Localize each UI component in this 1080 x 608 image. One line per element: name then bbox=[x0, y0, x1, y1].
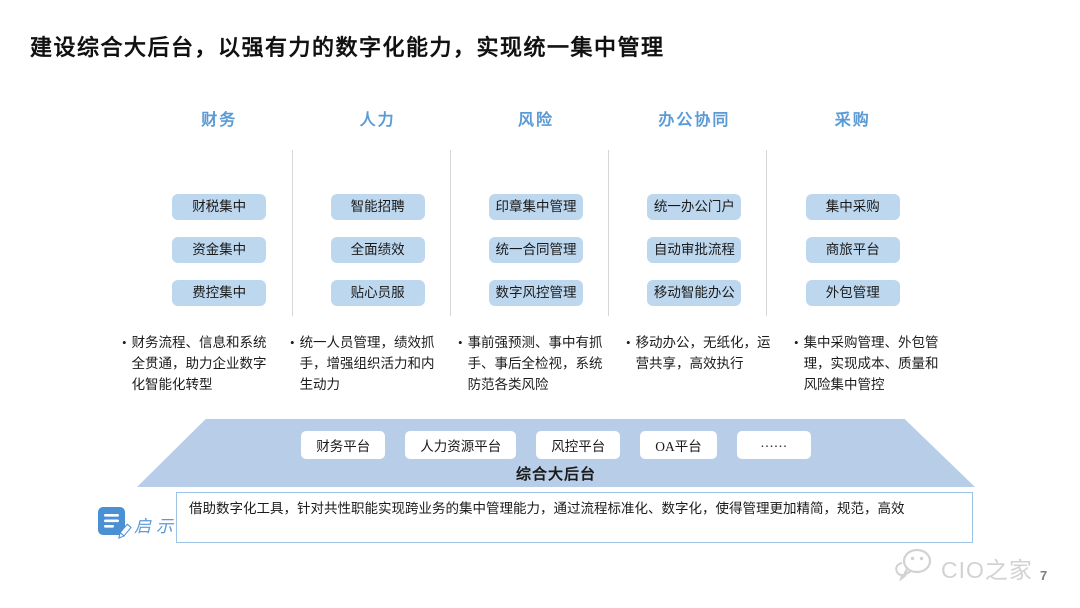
column-procurement: 采购 集中采购 商旅平台 外包管理 bbox=[774, 106, 932, 315]
feature-box: 贴心员服 bbox=[330, 280, 425, 306]
bullet-text: 集中采购管理、外包管理，实现成本、质量和风险集中管控 bbox=[803, 335, 939, 392]
note-box: 借助数字化工具，针对共性职能实现跨业务的集中管理能力，通过流程标准化、数字化，使… bbox=[176, 492, 973, 543]
column-divider bbox=[450, 150, 451, 316]
watermark-text: CIO之家 bbox=[941, 556, 1033, 583]
box-stack: 集中采购 商旅平台 外包管理 bbox=[774, 186, 932, 314]
platform-row: 财务平台 人力资源平台 风控平台 OA平台 …… bbox=[137, 419, 975, 459]
column-divider bbox=[766, 150, 767, 316]
bullet-row: • 财务流程、信息和系统全贯通，助力企业数字化智能化转型 • 统一人员管理，绩效… bbox=[122, 333, 962, 396]
column-finance: 财务 财税集中 资金集中 费控集中 bbox=[140, 106, 298, 315]
feature-box: 统一办公门户 bbox=[647, 194, 742, 220]
bullet-office: • 移动办公，无纸化，运营共享，高效执行 bbox=[626, 333, 794, 396]
feature-box: 自动审批流程 bbox=[647, 237, 742, 263]
bullet-risk: • 事前强预测、事中有抓手、事后全检视，系统防范各类风险 bbox=[458, 333, 626, 396]
feature-box: 印章集中管理 bbox=[488, 194, 583, 220]
bullet-procurement: • 集中采购管理、外包管理，实现成本、质量和风险集中管控 bbox=[794, 333, 962, 396]
platform-box: OA平台 bbox=[640, 431, 717, 459]
feature-box: 统一合同管理 bbox=[488, 237, 583, 263]
box-stack: 统一办公门户 自动审批流程 移动智能办公 bbox=[615, 186, 773, 314]
bullet-dot: • bbox=[290, 335, 295, 350]
bullet-dot: • bbox=[794, 335, 799, 350]
feature-box: 移动智能办公 bbox=[647, 280, 742, 306]
bullet-hr: • 统一人员管理，绩效抓手，增强组织活力和内生动力 bbox=[290, 333, 458, 396]
column-hr: 人力 智能招聘 全面绩效 贴心员服 bbox=[298, 106, 456, 315]
column-header: 财务 bbox=[201, 112, 238, 129]
bullet-dot: • bbox=[626, 335, 631, 350]
feature-box: 智能招聘 bbox=[330, 194, 425, 220]
feature-box: 商旅平台 bbox=[805, 237, 900, 263]
function-columns: 财务 财税集中 资金集中 费控集中 人力 智能招聘 全面绩效 贴心员服 风险 印… bbox=[140, 106, 932, 315]
platform-box: 财务平台 bbox=[301, 431, 386, 459]
feature-box: 外包管理 bbox=[805, 280, 900, 306]
column-header: 人力 bbox=[359, 112, 396, 129]
column-office: 办公协同 统一办公门户 自动审批流程 移动智能办公 bbox=[615, 106, 773, 315]
watermark: CIO之家 bbox=[892, 545, 1033, 590]
document-pencil-icon bbox=[96, 504, 134, 547]
note-label: 启示 bbox=[134, 517, 178, 536]
feature-box: 资金集中 bbox=[172, 237, 267, 263]
wechat-icon bbox=[892, 545, 936, 590]
platform-box: 风控平台 bbox=[536, 431, 621, 459]
box-stack: 智能招聘 全面绩效 贴心员服 bbox=[298, 186, 456, 314]
bullet-dot: • bbox=[458, 335, 463, 350]
column-risk: 风险 印章集中管理 统一合同管理 数字风控管理 bbox=[457, 106, 615, 315]
platform-label: 综合大后台 bbox=[515, 467, 596, 483]
feature-box: 财税集中 bbox=[172, 194, 267, 220]
feature-box: 集中采购 bbox=[805, 194, 900, 220]
column-header: 办公协同 bbox=[658, 112, 731, 129]
column-divider bbox=[608, 150, 609, 316]
bullet-text: 财务流程、信息和系统全贯通，助力企业数字化智能化转型 bbox=[131, 335, 267, 392]
box-stack: 印章集中管理 统一合同管理 数字风控管理 bbox=[457, 186, 615, 314]
bullet-finance: • 财务流程、信息和系统全贯通，助力企业数字化智能化转型 bbox=[122, 333, 290, 396]
feature-box: 数字风控管理 bbox=[488, 280, 583, 306]
column-divider bbox=[292, 150, 293, 316]
bullet-text: 事前强预测、事中有抓手、事后全检视，系统防范各类风险 bbox=[467, 335, 603, 392]
platform-trapezoid: 财务平台 人力资源平台 风控平台 OA平台 …… 综合大后台 bbox=[137, 419, 975, 487]
page-number: 7 bbox=[1040, 568, 1048, 583]
column-header: 风险 bbox=[517, 112, 554, 129]
feature-box: 全面绩效 bbox=[330, 237, 425, 263]
bullet-text: 移动办公，无纸化，运营共享，高效执行 bbox=[635, 335, 771, 371]
box-stack: 财税集中 资金集中 费控集中 bbox=[140, 186, 298, 314]
platform-box: 人力资源平台 bbox=[405, 431, 517, 459]
feature-box: 费控集中 bbox=[172, 280, 267, 306]
bullet-dot: • bbox=[122, 335, 127, 350]
platform-box: …… bbox=[736, 431, 811, 459]
note-text: 借助数字化工具，针对共性职能实现跨业务的集中管理能力，通过流程标准化、数字化，使… bbox=[189, 501, 905, 516]
bullet-text: 统一人员管理，绩效抓手，增强组织活力和内生动力 bbox=[299, 335, 435, 392]
slide-title: 建设综合大后台，以强有力的数字化能力，实现统一集中管理 bbox=[30, 35, 665, 60]
column-header: 采购 bbox=[834, 112, 871, 129]
